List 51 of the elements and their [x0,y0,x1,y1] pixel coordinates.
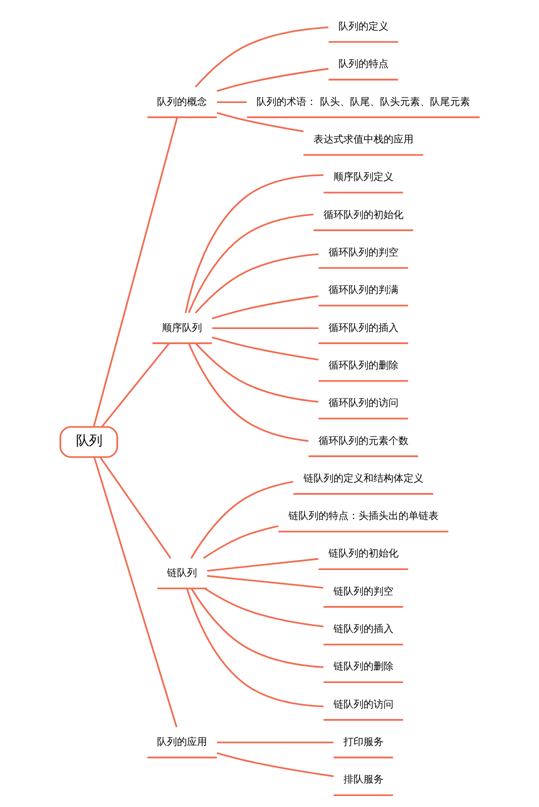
connector [184,174,323,314]
node-text: 队列的术语： 队头、队尾、队头元素、队尾元素 [256,96,470,108]
node-box: 队列 [59,426,118,458]
node-text: 排队服务 [342,774,383,786]
node-text: 链队列的插入 [332,624,393,636]
node-text: 链队列的定义和结构体定义 [302,473,423,484]
node-text: 循环队列的判满 [328,285,398,296]
node-text: 链队列 [166,568,197,579]
connector [194,342,318,403]
connector [211,336,318,361]
connector [194,26,328,88]
connector [100,342,170,428]
connector [93,457,177,728]
node-text: 顺序队列定义 [332,172,393,184]
node-text: 链队列的初始化 [328,548,398,560]
node-text: 顺序队列 [162,322,202,334]
connector [190,480,293,559]
connector [188,343,308,442]
node-text: 循环队列的判空 [328,247,398,258]
node-text: 循环队列的初始化 [322,210,403,221]
connector [194,253,318,314]
node-text: 链队列的判空 [332,586,393,598]
connector [92,117,178,427]
node-text: 打印服务 [342,737,383,748]
connector [206,575,323,589]
connector [190,588,323,668]
connector [216,101,246,104]
connector [216,742,333,744]
connector [204,588,323,628]
connector [216,68,328,92]
connector [211,295,318,320]
node-text: 队列的应用 [156,737,207,748]
node-text: 链队列的删除 [332,662,393,673]
connector [186,588,324,708]
node-text: 队列的特点 [338,59,388,70]
connector [212,327,318,330]
connector [216,752,334,778]
connector [98,456,171,559]
connector [206,558,318,572]
node-text: 表达式求值中栈的应用 [312,134,413,146]
connector [216,112,304,132]
node-text: 队列的定义 [338,21,388,32]
connector [187,214,313,314]
node-text: 链队列的特点：头插头出的单链表 [288,511,438,522]
node-text: 循环队列的访问 [328,398,398,410]
node-text: 队列的概念 [156,96,207,108]
node-text: 链队列的访问 [332,699,393,710]
node-text: 循环队列的删除 [328,360,398,372]
node-text: 循环队列的插入 [328,322,398,334]
connector [202,525,278,559]
node-text: 循环队列的元素个数 [318,436,408,447]
